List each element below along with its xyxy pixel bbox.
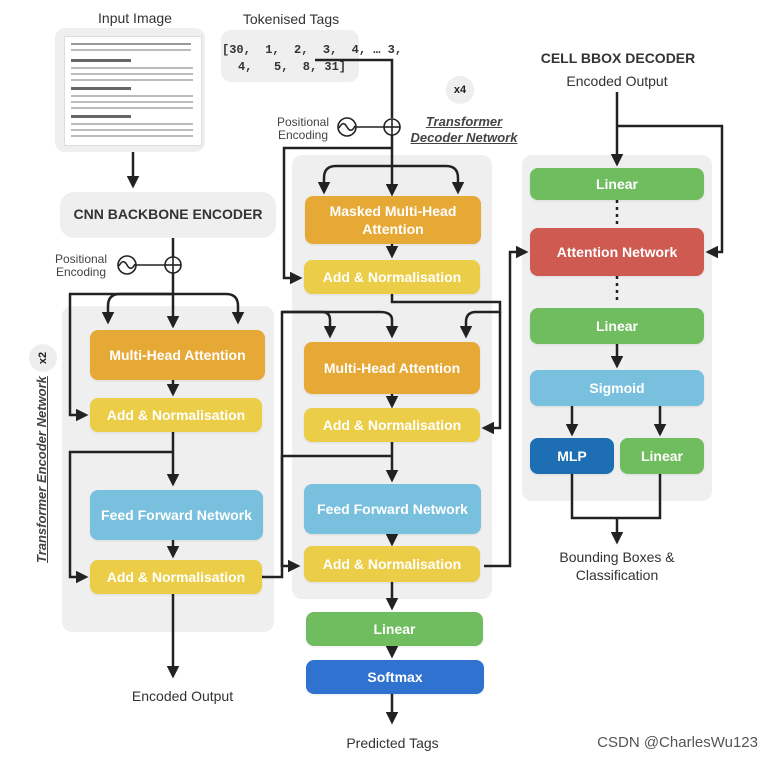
bbox-linear3-block: Linear <box>620 438 704 474</box>
encoder-network-title-text: Transformer Encoder Network <box>34 376 49 563</box>
encoder-network-title: Transformer Encoder Network <box>34 376 50 563</box>
input-table-thumbnail <box>64 36 202 146</box>
decoder-addnorm1-label: Add & Normalisation <box>322 269 462 285</box>
encoder-addnorm1-block: Add & Normalisation <box>90 398 262 432</box>
predicted-tags-label: Predicted Tags <box>346 735 439 751</box>
decoder-ffn-block: Feed Forward Network <box>304 484 481 534</box>
decoder-addnorm1-block: Add & Normalisation <box>304 260 480 294</box>
decoder-addnorm2-label: Add & Normalisation <box>322 417 462 433</box>
mlp-block: MLP <box>530 438 614 474</box>
x4-label: x4 <box>453 84 467 96</box>
decoder-mha-block: Multi-Head Attention <box>304 342 480 394</box>
tokenised-tags-panel <box>221 30 359 82</box>
bbox-decoder-title: CELL BBOX DECODER <box>540 50 696 66</box>
decoder-masked-mha-label: Masked Multi-Head Attention <box>329 203 457 237</box>
positional-encoding-left: Positional Encoding <box>54 252 108 279</box>
x2-badge: x2 <box>29 344 57 372</box>
decoder-addnorm3-label: Add & Normalisation <box>322 556 462 572</box>
decoder-softmax-label: Softmax <box>367 669 423 685</box>
encoder-addnorm2-label: Add & Normalisation <box>106 569 246 585</box>
sigmoid-block: Sigmoid <box>530 370 704 406</box>
encoder-ffn-label: Feed Forward Network <box>101 507 252 523</box>
bounding-boxes-label: Bounding Boxes & Classification <box>559 549 675 583</box>
bbox-linear1-label: Linear <box>595 176 638 192</box>
watermark: CSDN @CharlesWu123 <box>597 734 758 751</box>
decoder-addnorm3-block: Add & Normalisation <box>304 546 480 582</box>
encoded-output-top: Encoded Output <box>566 73 668 89</box>
x2-label: x2 <box>37 351 49 365</box>
decoder-mha-label: Multi-Head Attention <box>323 360 461 376</box>
encoded-output-bottom: Encoded Output <box>131 688 234 704</box>
decoder-network-title: Transformer Decoder Network <box>410 114 518 145</box>
mlp-label: MLP <box>557 448 587 464</box>
decoder-masked-mha-block: Masked Multi-Head Attention <box>305 196 481 244</box>
decoder-linear-block: Linear <box>306 612 483 646</box>
tags-sequence-line2: 4, 5, 8, 31] <box>237 60 347 74</box>
tokenised-tags-label: Tokenised Tags <box>242 11 340 27</box>
bbox-linear1-block: Linear <box>530 168 704 200</box>
bbox-linear3-label: Linear <box>640 448 683 464</box>
encoder-addnorm2-block: Add & Normalisation <box>90 560 262 594</box>
attention-network-label: Attention Network <box>556 244 678 260</box>
decoder-ffn-label: Feed Forward Network <box>317 501 468 517</box>
decoder-linear-label: Linear <box>373 621 416 637</box>
encoder-mha-label: Multi-Head Attention <box>109 347 246 363</box>
cnn-encoder-panel <box>60 192 276 238</box>
bbox-linear2-block: Linear <box>530 308 704 344</box>
sigmoid-label: Sigmoid <box>589 380 645 396</box>
decoder-softmax-block: Softmax <box>306 660 484 694</box>
encoder-ffn-block: Feed Forward Network <box>90 490 263 540</box>
cnn-encoder-title: CNN BACKBONE ENCODER <box>73 206 263 222</box>
tags-sequence-line1: [30, 1, 2, 3, 4, … 3, <box>222 43 403 57</box>
input-image-label: Input Image <box>98 10 172 26</box>
bbox-linear2-label: Linear <box>595 318 638 334</box>
x4-badge: x4 <box>446 76 474 104</box>
decoder-addnorm2-block: Add & Normalisation <box>304 408 480 442</box>
encoder-addnorm1-label: Add & Normalisation <box>106 407 246 423</box>
attention-network-block: Attention Network <box>530 228 704 276</box>
positional-encoding-mid: Positional Encoding <box>276 115 330 142</box>
encoder-mha-block: Multi-Head Attention <box>90 330 265 380</box>
